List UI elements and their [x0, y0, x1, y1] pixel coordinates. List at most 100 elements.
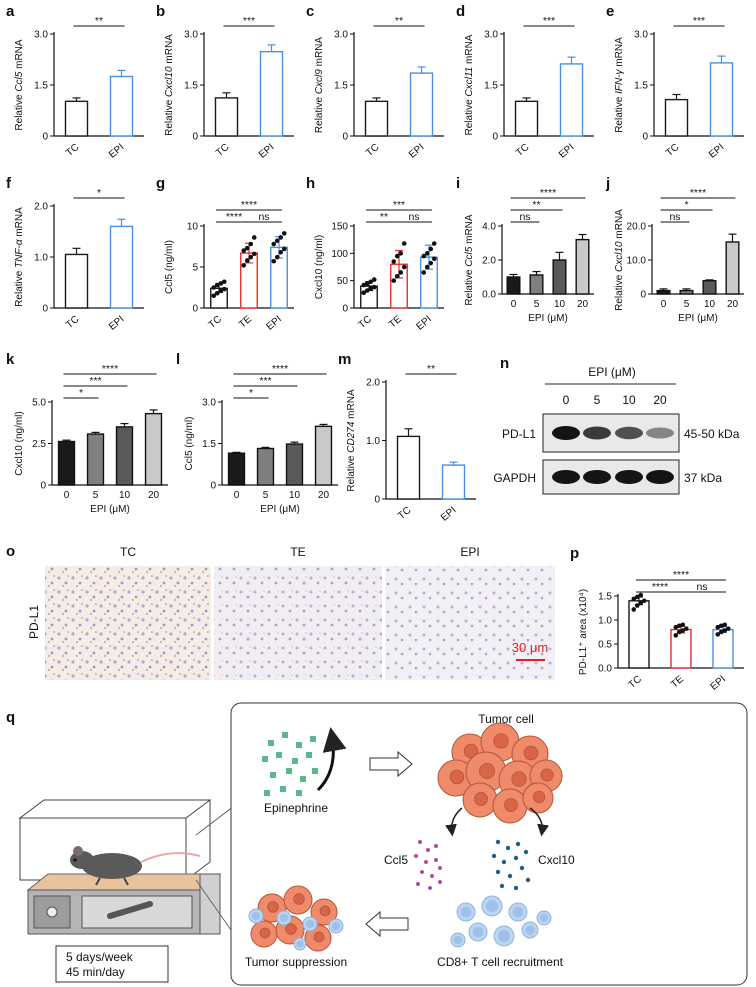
wb-band — [615, 470, 643, 484]
bar-0 — [506, 276, 521, 295]
panel-label-f: f — [6, 175, 12, 192]
cxcl10-dot — [491, 853, 497, 859]
significance-label: **** — [690, 187, 706, 199]
data-point — [394, 253, 400, 259]
ccl5-dot — [418, 840, 422, 844]
cxcl10-dot — [499, 883, 505, 889]
cxcl10-label: Cxcl10 — [538, 853, 575, 867]
x-tick-label: TE — [387, 314, 404, 331]
data-point — [401, 241, 407, 246]
bar-TC — [64, 253, 89, 309]
data-point — [278, 249, 284, 255]
cxcl10-dot — [495, 869, 501, 875]
wb-dose-5: 5 — [594, 393, 601, 407]
panel-label-o: o — [6, 543, 15, 560]
t-cell-nucleus — [498, 930, 510, 942]
y-tick-label: 0 — [342, 304, 348, 315]
wb-size-gapdh: 37 kDa — [684, 471, 722, 485]
data-point — [722, 628, 728, 633]
x-axis-label: EPI (μM) — [260, 504, 300, 515]
data-point — [398, 251, 404, 256]
cell-nucleus — [259, 927, 271, 939]
ihc-row-label: PD-L1 — [27, 605, 41, 639]
bar-TC — [64, 100, 89, 137]
epinephrine-square — [280, 786, 286, 792]
x-tick-label: EPI — [707, 142, 726, 161]
panel-label-n: n — [500, 355, 509, 372]
epinephrine-release-arrow — [316, 727, 347, 792]
x-tick-label: EPI — [709, 674, 728, 693]
significance-label: ns — [258, 211, 269, 223]
y-tick-label: 2.5 — [32, 439, 46, 450]
y-axis-label: Relative Cxcl10 mRNA — [614, 209, 625, 311]
significance-label: *** — [259, 375, 271, 387]
y-tick-label: 1.5 — [184, 81, 198, 92]
data-point — [244, 245, 250, 251]
y-tick-label: 3.0 — [202, 398, 216, 409]
bar-5 — [679, 289, 694, 295]
data-point — [676, 629, 682, 635]
data-point — [218, 281, 224, 286]
y-axis-label: Ccl5 (ng/ml) — [164, 240, 175, 294]
bar-5 — [256, 447, 275, 486]
significance-label: **** — [102, 363, 118, 375]
ihc-panel: o TC TE EPI PD-L1 30 μm — [6, 543, 555, 680]
data-point — [725, 626, 731, 631]
bar-0 — [227, 452, 246, 486]
ihc-image-tc — [45, 566, 211, 680]
bar-20 — [144, 412, 163, 486]
data-point — [715, 624, 721, 630]
x-tick-label: 10 — [119, 490, 131, 501]
y-tick-label: 0 — [192, 132, 198, 143]
bar-20 — [725, 241, 740, 295]
x-tick-label: 20 — [318, 490, 330, 501]
x-tick-label: 5 — [93, 490, 99, 501]
x-tick-label: 0 — [234, 490, 240, 501]
y-tick-label: 3.0 — [34, 30, 48, 41]
data-point — [638, 600, 644, 606]
hollow-arrow-left — [365, 910, 409, 938]
data-point — [368, 279, 374, 285]
tumor-cell-cluster — [437, 722, 563, 824]
epinephrine-square — [296, 742, 302, 748]
t-cell-nucleus — [279, 913, 289, 923]
bar-0 — [57, 440, 76, 486]
schedule-line-1: 5 days/week — [66, 950, 134, 964]
ihc-image-epi — [385, 566, 555, 680]
y-tick-label: 3.0 — [334, 30, 348, 41]
bar-TC — [664, 98, 689, 137]
y-axis-label: Ccl5 (ng/ml) — [184, 417, 195, 471]
panel-label-p: p — [570, 545, 579, 562]
significance-label: * — [97, 187, 101, 199]
data-point — [428, 246, 434, 252]
y-tick-label: 0 — [642, 132, 648, 143]
ccl5-dot — [434, 844, 438, 848]
x-tick-label: TE — [237, 314, 254, 331]
bar-EPI — [109, 225, 134, 309]
bar-EPI — [409, 72, 434, 137]
cell-nucleus — [313, 931, 325, 943]
epinephrine-label: Epinephrine — [264, 801, 328, 815]
data-point — [634, 594, 640, 600]
y-tick-label: 0.5 — [598, 640, 612, 651]
y-tick-label: 4.0 — [482, 222, 496, 233]
bar-TC — [214, 97, 239, 137]
data-point — [218, 288, 224, 294]
data-point — [221, 286, 227, 292]
panel-label-j: j — [605, 175, 610, 192]
x-tick-label: 0 — [661, 299, 667, 310]
y-tick-label: 0.0 — [482, 290, 496, 301]
t-cell-nucleus — [453, 935, 463, 945]
y-tick-label: 20.0 — [627, 222, 647, 233]
data-point — [281, 246, 287, 252]
data-point — [680, 622, 686, 628]
data-point — [278, 235, 284, 240]
data-point — [211, 285, 217, 290]
significance-label: * — [249, 387, 253, 399]
data-point — [424, 264, 430, 270]
y-tick-label: 0 — [192, 304, 198, 315]
